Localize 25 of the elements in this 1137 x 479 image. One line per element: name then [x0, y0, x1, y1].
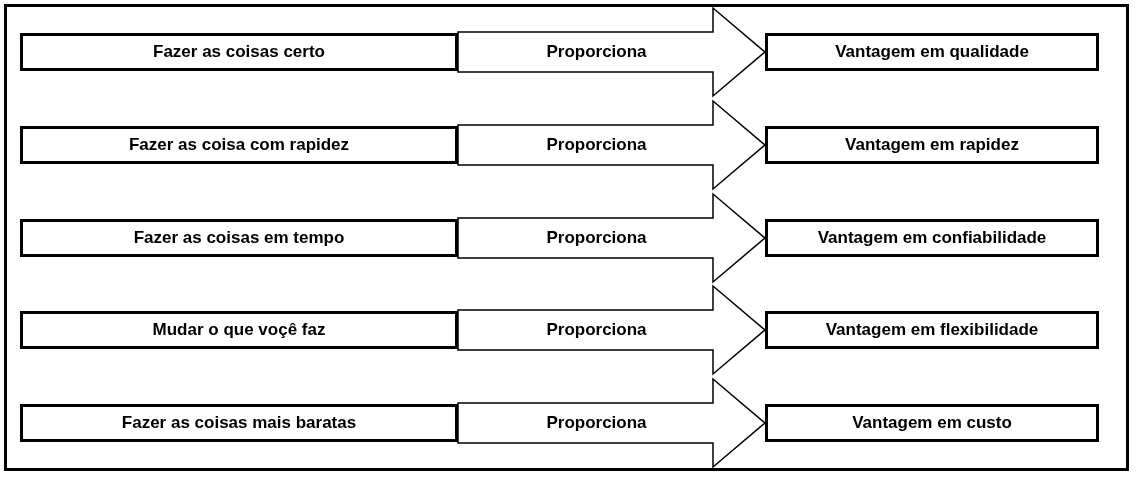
text-box [765, 404, 1099, 442]
edge-label: Proporciona [546, 320, 647, 340]
box-label: Fazer as coisas certo [153, 42, 325, 62]
box-label: Vantagem em confiabilidade [817, 228, 1047, 248]
text-box [765, 311, 1099, 349]
edge-label: Proporciona [546, 413, 647, 433]
text-box [20, 33, 458, 71]
box-label: Fazer as coisa com rapidez [128, 135, 350, 155]
text-box [20, 219, 458, 257]
box-label: Fazer as coisas mais baratas [121, 413, 357, 433]
box-label: Vantagem em rapidez [845, 135, 1019, 155]
text-box [20, 311, 458, 349]
text-box [765, 219, 1099, 257]
box-label: Vantagem em custo [852, 413, 1012, 433]
edge-label: Proporciona [546, 228, 647, 248]
edge-label: Proporciona [546, 42, 647, 62]
box-label: Fazer as coisas em tempo [133, 228, 345, 248]
box-label: Vantagem em flexibilidade [825, 320, 1039, 340]
text-box [20, 404, 458, 442]
text-box [765, 126, 1099, 164]
text-box [765, 33, 1099, 71]
edge-label: Proporciona [546, 135, 647, 155]
box-label: Vantagem em qualidade [835, 42, 1029, 62]
box-label: Mudar o que voçê faz [152, 320, 326, 340]
text-box [20, 126, 458, 164]
